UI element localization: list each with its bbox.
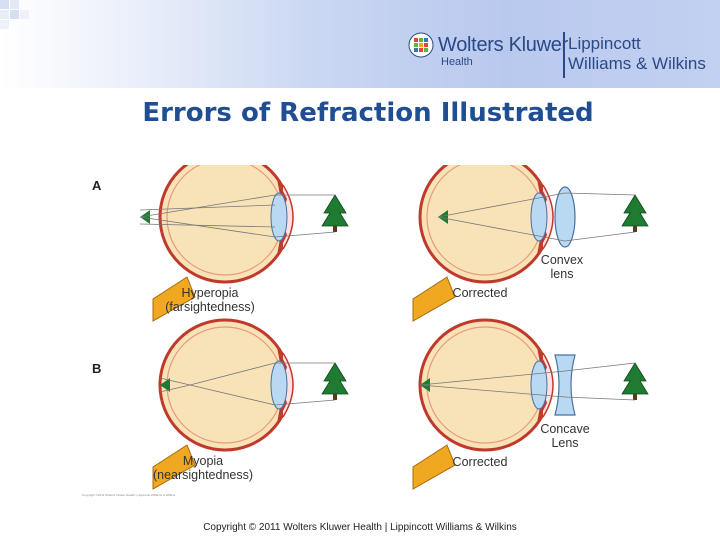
panel-a-label: A: [92, 178, 102, 193]
brand-subtitle: Health: [441, 56, 473, 68]
concave-line-2: Lens: [551, 436, 579, 450]
page-title: Errors of Refraction Illustrated: [142, 98, 594, 128]
light-rays: [159, 362, 336, 406]
panel-b-corrected: [411, 318, 649, 491]
figure-copyright: Copyright ©2011 Wolters Kluwer Health | …: [82, 493, 176, 497]
light-rays: [139, 194, 336, 238]
decorative-squares: [0, 0, 40, 40]
panel-b-myopia: [151, 318, 349, 491]
concave-lens: [554, 354, 576, 416]
retina-image: [438, 210, 448, 224]
diagram-graphics: [139, 165, 649, 491]
hyperopia-title: Hyperopia: [181, 286, 239, 300]
retina-image: [420, 378, 430, 392]
tree-icon: [321, 362, 349, 401]
concave-lens-caption: Concave Lens: [525, 422, 605, 450]
corrected-caption-a: Corrected: [452, 286, 508, 300]
tree-icon: [321, 194, 349, 233]
brand-block: Wolters Kluwer Health Lippincott William…: [408, 30, 720, 80]
partner-line-1: Lippincott: [568, 34, 641, 53]
wolters-kluwer-logo-icon: [408, 32, 434, 58]
convex-line-2: lens: [550, 267, 574, 281]
light-rays: [437, 192, 636, 242]
tree-icon: [621, 362, 649, 401]
convex-line-1: Convex: [540, 253, 584, 267]
partner-name: Lippincott Williams & Wilkins: [568, 34, 706, 74]
retina-image: [140, 210, 150, 224]
concave-line-1: Concave: [540, 422, 590, 436]
panel-a-corrected: [411, 165, 649, 323]
refraction-diagram: A B Hyperopia (farsightedness) Corrected…: [80, 165, 670, 505]
brand-name: Wolters Kluwer: [438, 34, 568, 56]
footer-copyright: Copyright © 2011 Wolters Kluwer Health |…: [203, 522, 517, 533]
convex-lens: [554, 186, 576, 248]
retina-image: [160, 378, 170, 392]
partner-line-2: Williams & Wilkins: [568, 54, 706, 73]
panel-a-hyperopia: [139, 165, 349, 323]
light-rays: [419, 362, 636, 401]
panel-b-label: B: [92, 361, 102, 376]
corrected-caption-b: Corrected: [452, 455, 508, 469]
brand-divider: [563, 32, 565, 78]
tree-icon: [621, 194, 649, 233]
hyperopia-subtitle: (farsightedness): [165, 300, 255, 314]
myopia-title: Myopia: [182, 454, 224, 468]
hyperopia-caption: Hyperopia (farsightedness): [145, 286, 275, 314]
header-banner: Wolters Kluwer Health Lippincott William…: [0, 0, 720, 88]
myopia-caption: Myopia (nearsightedness): [138, 454, 268, 482]
myopia-subtitle: (nearsightedness): [152, 468, 254, 482]
convex-lens-caption: Convex lens: [522, 253, 602, 281]
